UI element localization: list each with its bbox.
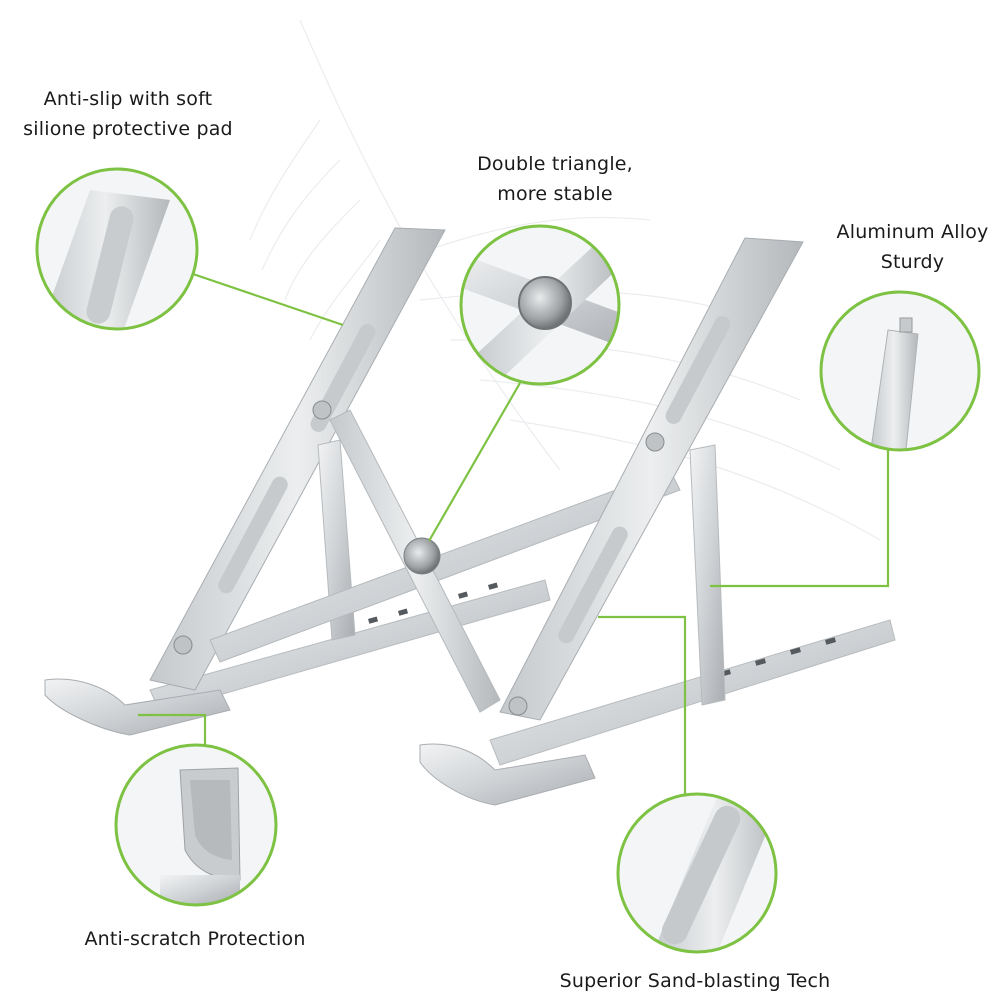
callout-anti-scratch: Anti-scratch Protection (70, 924, 320, 954)
callout-sand-blasting-line1: Superior Sand-blasting Tech (559, 970, 831, 992)
cross-bars (209, 409, 681, 713)
callout-aluminum-alloy-line2: Sturdy (880, 251, 945, 273)
zoom-circle-pad (35, 167, 199, 331)
zoom-circle-hinge (459, 224, 621, 386)
callout-sand-blasting: Superior Sand-blasting Tech (540, 966, 850, 996)
zoom-circle-surface (616, 792, 778, 954)
callout-double-triangle-line2: more stable (497, 183, 613, 205)
stand-right-frame (419, 237, 896, 806)
callout-aluminum-alloy: Aluminum Alloy Sturdy (820, 217, 1000, 277)
callout-double-triangle: Double triangle, more stable (440, 149, 670, 209)
callout-anti-slip-line2: silione protective pad (23, 118, 233, 140)
callout-aluminum-alloy-line1: Aluminum Alloy (836, 221, 989, 243)
zoom-circle-alloy (819, 290, 981, 452)
zoom-circle-foot (114, 743, 278, 907)
callout-anti-slip-line1: Anti-slip with soft (43, 88, 213, 110)
callout-leaders (138, 271, 890, 796)
callout-double-triangle-line1: Double triangle, (477, 153, 633, 175)
callout-anti-slip: Anti-slip with soft silione protective p… (8, 84, 248, 144)
callout-anti-scratch-line1: Anti-scratch Protection (84, 928, 306, 950)
stand-left-frame (44, 227, 551, 736)
